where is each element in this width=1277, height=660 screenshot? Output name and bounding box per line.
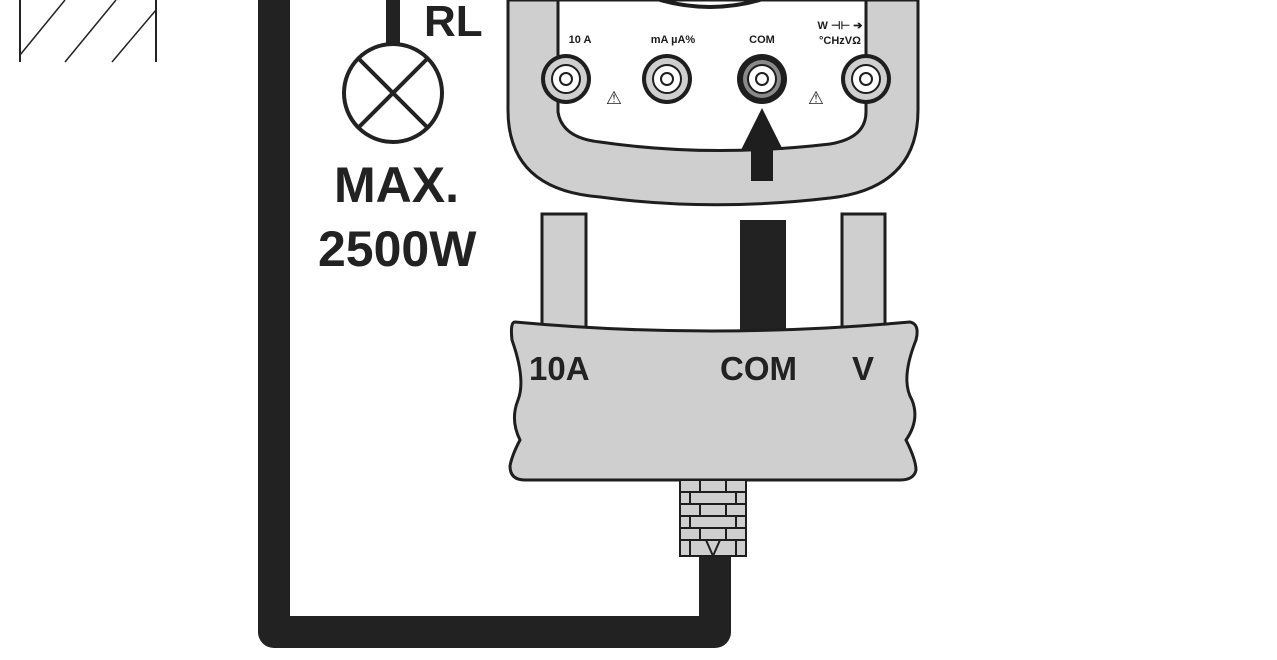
power-rating-label: 2500W [318, 221, 477, 277]
jack-v[interactable] [841, 54, 891, 104]
max-label: MAX. [334, 157, 459, 213]
adapter-label-10a: 10A [529, 350, 590, 387]
adapter-label-v: V [852, 350, 874, 387]
lamp-icon [342, 42, 444, 144]
cable-strain-relief [679, 479, 747, 559]
circuit-wire [258, 0, 731, 648]
jack-com[interactable] [737, 54, 787, 104]
warning-icon: ⚠ [808, 88, 824, 109]
jack-10a[interactable] [541, 54, 591, 104]
adapter-label-com: COM [720, 350, 797, 387]
hatched-wall [19, 0, 157, 63]
prong-v [840, 212, 887, 330]
prong-com [740, 220, 786, 336]
jack-panel [556, 0, 868, 153]
warning-icon: ⚠ [606, 88, 622, 109]
jack-label-v-line2: °CHzVΩ [819, 35, 861, 47]
jack-label-v-line1: W ⊣⊢ ➔ [818, 19, 864, 32]
load-label: RL [424, 0, 483, 46]
prong-10a [540, 212, 588, 330]
multimeter-body [506, 0, 920, 207]
insert-arrow-icon [741, 108, 783, 181]
display-edge [659, 0, 761, 9]
adapter-body [508, 320, 919, 482]
jack-ma[interactable] [642, 54, 692, 104]
jack-label-ma: mA µA% [651, 34, 696, 46]
jack-label-com: COM [749, 34, 775, 46]
jack-label-10a: 10 A [569, 34, 592, 46]
